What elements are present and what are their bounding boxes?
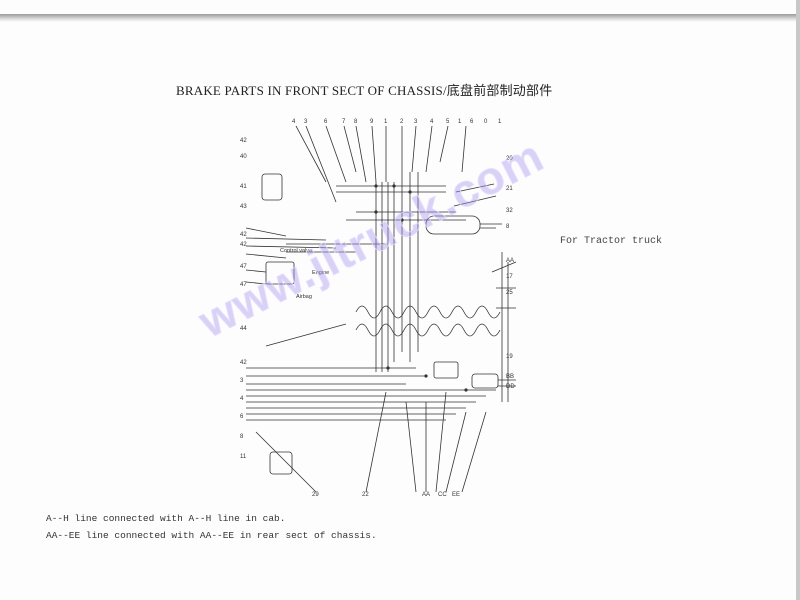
svg-text:47: 47 xyxy=(240,264,247,270)
svg-text:47: 47 xyxy=(240,282,247,288)
note-line-a-h: A--H line connected with A--H line in ca… xyxy=(46,513,286,524)
svg-text:4: 4 xyxy=(292,119,296,125)
svg-text:CC: CC xyxy=(438,492,447,498)
svg-text:DD: DD xyxy=(506,384,515,390)
scan-edge xyxy=(0,14,800,22)
svg-text:0: 0 xyxy=(484,119,488,125)
svg-text:17: 17 xyxy=(506,274,513,280)
svg-text:5: 5 xyxy=(446,119,450,125)
engine-label: Engine xyxy=(312,270,329,276)
control-valve-label: Control valve xyxy=(280,248,312,254)
svg-text:8: 8 xyxy=(506,224,510,230)
svg-text:6: 6 xyxy=(324,119,328,125)
page-edge xyxy=(796,0,800,600)
diagram-dots xyxy=(374,184,468,392)
svg-text:6: 6 xyxy=(470,119,474,125)
svg-text:32: 32 xyxy=(506,208,513,214)
svg-text:BB: BB xyxy=(506,374,514,380)
svg-text:4: 4 xyxy=(240,396,244,402)
svg-text:8: 8 xyxy=(240,434,244,440)
svg-text:42: 42 xyxy=(240,138,247,144)
component-labels: Control valve Engine Airbag xyxy=(280,248,329,300)
svg-text:6: 6 xyxy=(240,414,244,420)
svg-text:3: 3 xyxy=(240,378,244,384)
svg-text:7: 7 xyxy=(342,119,346,125)
svg-text:42: 42 xyxy=(240,360,247,366)
airbag-label: Airbag xyxy=(296,294,312,300)
svg-text:2: 2 xyxy=(400,119,404,125)
svg-text:3: 3 xyxy=(304,119,308,125)
svg-text:EE: EE xyxy=(452,492,460,498)
svg-text:4: 4 xyxy=(430,119,434,125)
svg-text:AA: AA xyxy=(422,492,430,498)
svg-text:20: 20 xyxy=(506,156,513,162)
svg-text:8: 8 xyxy=(354,119,358,125)
svg-text:1: 1 xyxy=(458,119,462,125)
svg-text:1: 1 xyxy=(498,119,502,125)
diagram-lines xyxy=(245,125,517,493)
tractor-truck-note: For Tractor truck xyxy=(560,236,663,247)
svg-text:22: 22 xyxy=(362,492,369,498)
svg-text:9: 9 xyxy=(370,119,374,125)
svg-text:21: 21 xyxy=(506,186,513,192)
svg-text:42: 42 xyxy=(240,242,247,248)
svg-text:42: 42 xyxy=(240,232,247,238)
note-line-aa-ee: AA--EE line connected with AA--EE in rea… xyxy=(46,530,377,541)
svg-text:1: 1 xyxy=(384,119,388,125)
svg-text:19: 19 xyxy=(506,354,513,360)
page-title: BRAKE PARTS IN FRONT SECT OF CHASSIS/底盘前… xyxy=(176,83,553,98)
svg-text:29: 29 xyxy=(312,492,319,498)
svg-text:11: 11 xyxy=(240,454,247,460)
svg-text:43: 43 xyxy=(240,204,247,210)
svg-text:25: 25 xyxy=(506,290,513,296)
svg-text:AA: AA xyxy=(506,258,514,264)
svg-text:41: 41 xyxy=(240,184,247,190)
svg-text:40: 40 xyxy=(240,154,247,160)
svg-text:44: 44 xyxy=(240,326,247,332)
svg-text:3: 3 xyxy=(414,119,418,125)
